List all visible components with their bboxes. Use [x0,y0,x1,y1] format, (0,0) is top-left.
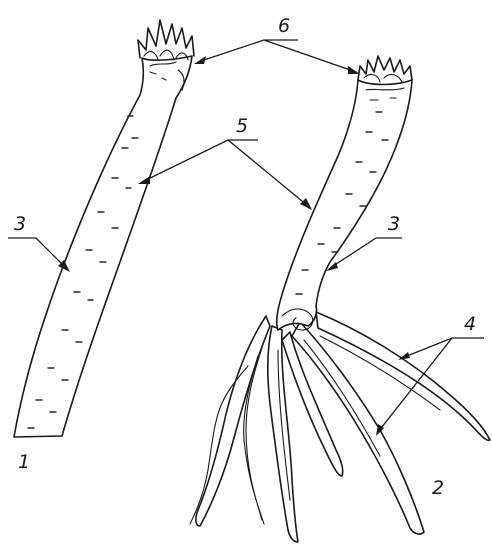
specimen-2-branched-root [190,56,490,542]
root-body-right [277,80,412,330]
root-body-left [14,56,192,437]
branch-root-right [292,322,424,534]
leader-5 [142,140,308,206]
arrowhead [348,66,360,74]
label-2: 2 [432,477,444,499]
arrowhead [300,198,312,210]
leader-3-left [8,238,66,268]
label-5: 5 [236,115,248,137]
label-3-right: 3 [388,213,400,235]
specimen-1-straight-root [14,20,194,437]
label-6: 6 [278,15,290,37]
label-3-left: 3 [14,213,26,235]
label-1: 1 [18,451,30,473]
arrowhead [194,56,206,64]
branch-root-left [196,316,270,526]
label-4: 4 [464,313,476,335]
leader-6 [198,40,356,72]
crown-fringe-left [138,20,194,58]
